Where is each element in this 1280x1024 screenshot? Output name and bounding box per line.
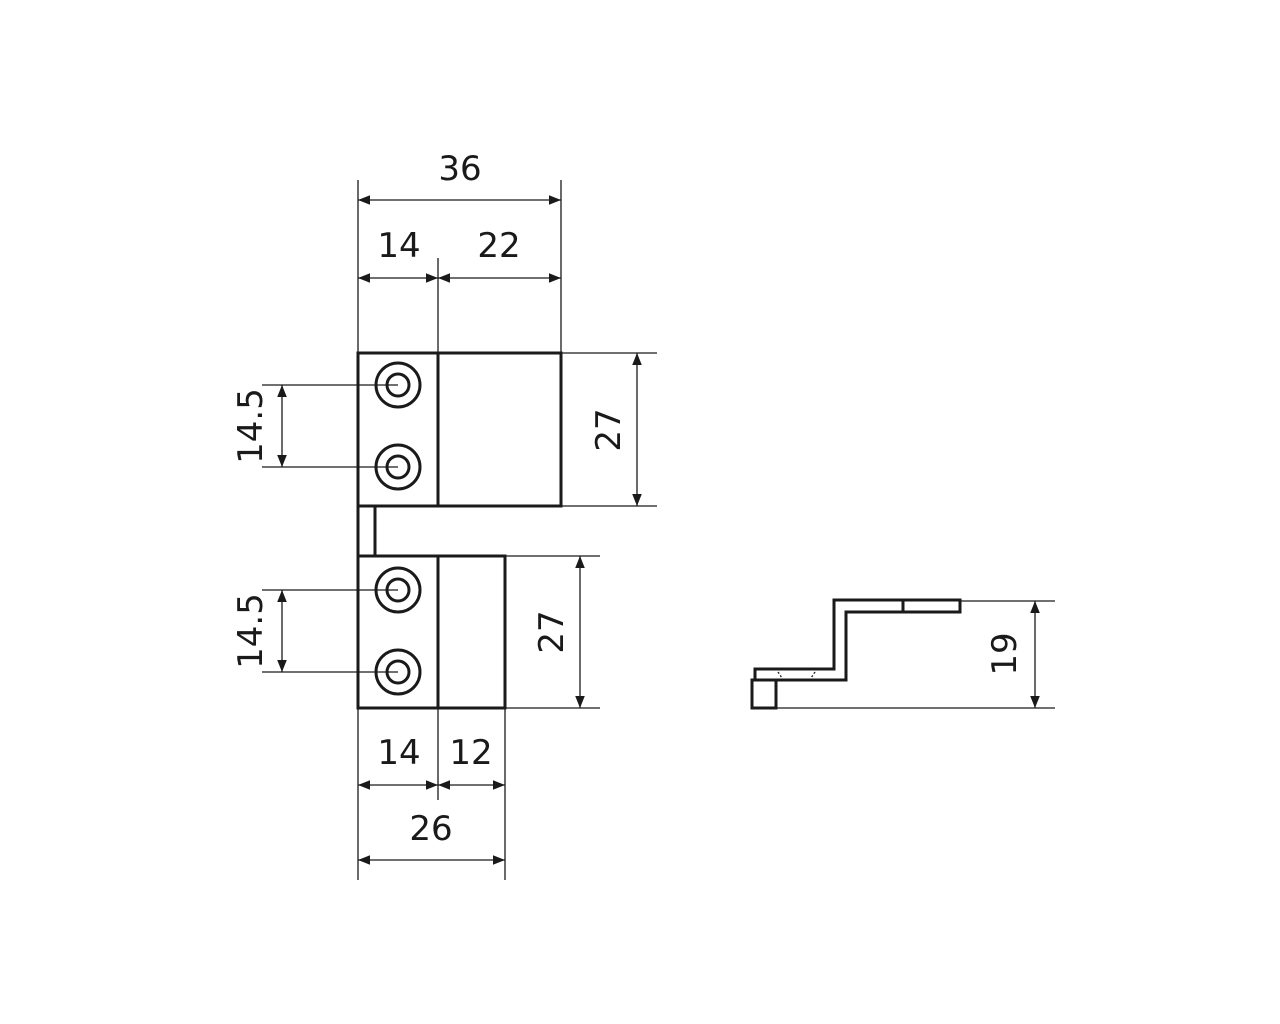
dim-bottom-left-width: 14	[377, 733, 420, 773]
dimension-lines	[277, 195, 642, 865]
dim-top-left-width: 14	[377, 226, 420, 266]
side-extension-lines	[776, 600, 1055, 709]
dim-bottom-right-width: 12	[449, 733, 492, 773]
dim-bottom-hole-spacing: 14.5	[231, 593, 271, 669]
bottom-plate	[356, 554, 507, 710]
side-view-profile	[750, 598, 962, 710]
extension-lines	[262, 180, 657, 880]
dim-top-hole-spacing: 14.5	[231, 388, 271, 464]
dim-overall-width: 36	[438, 149, 481, 189]
dim-bottom-height: 27	[532, 610, 572, 653]
top-plate	[356, 351, 563, 508]
hinge-knuckle	[356, 504, 377, 558]
dim-bottom-overall-width: 26	[409, 809, 452, 849]
dim-side-height: 19	[985, 632, 1025, 675]
dim-top-height: 27	[589, 408, 629, 451]
dim-top-right-width: 22	[477, 226, 520, 266]
